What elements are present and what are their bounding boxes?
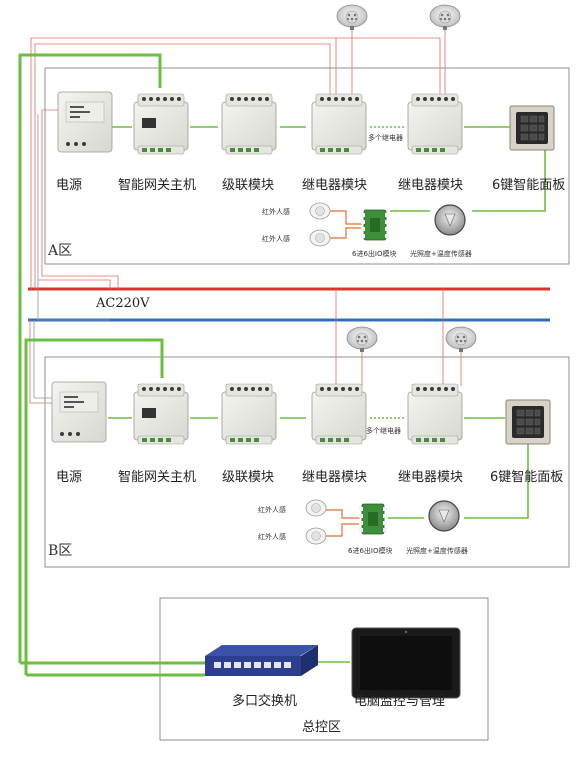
- zone-a-multi-relay-label: 多个继电器: [368, 134, 403, 142]
- zone-b-cascade-module: [221, 383, 277, 445]
- zone-a-pir-2: [309, 229, 331, 247]
- zone-a-relay-module-1: [311, 93, 367, 155]
- zone-b-light-sensor: [428, 500, 460, 532]
- zone-a-lamp-2: [429, 4, 461, 31]
- zone-b-pir1-label: 红外人感: [258, 506, 286, 514]
- zone-a-gateway-label: 智能网关主机: [118, 178, 197, 193]
- zone-a-panel-label: 6键智能面板: [492, 178, 566, 193]
- zone-a-relay1-label: 继电器模块: [302, 178, 368, 193]
- zone-b-io-label: 6进6出IO模块: [348, 547, 393, 555]
- zone-b-panel-label: 6键智能面板: [490, 470, 564, 485]
- zone-a-relay-module-2: [407, 93, 463, 155]
- ac-voltage-label: AC220V: [96, 296, 150, 311]
- zone-b-multi-relay-label: 多个继电器: [366, 427, 401, 435]
- zone-a-power-label: 电源: [56, 178, 83, 193]
- zone-b-relay2-label: 继电器模块: [398, 470, 464, 485]
- zone-a-six-key-panel: [509, 105, 555, 151]
- zone-a-power-supply: [57, 91, 113, 153]
- zone-a-pir-1: [309, 202, 331, 220]
- zone-b-pir-1: [305, 499, 327, 517]
- zone-b-pir2-label: 红外人感: [258, 533, 286, 541]
- zone-b-lamp-2: [445, 326, 477, 353]
- zone-b-bus-lines: [108, 417, 529, 519]
- zone-b-power-label: 电源: [56, 470, 83, 485]
- zone-a-io-module: [360, 209, 390, 241]
- zone-b-six-key-panel: [505, 399, 551, 445]
- zone-a-sensor-label: 光照度+温度传感器: [410, 250, 472, 258]
- zone-a-cascade-module: [221, 93, 277, 155]
- zone-a-bus-lines: [110, 126, 546, 212]
- zone-b-lamp-1: [346, 326, 378, 353]
- zone-a-cascade-label: 级联模块: [222, 178, 275, 193]
- zone-a-pir-wires: [330, 210, 362, 239]
- zone-a-light-sensor: [434, 204, 466, 236]
- zone-b-sensor-label: 光照度+温度传感器: [406, 547, 468, 555]
- zone-b-power-supply: [51, 381, 107, 443]
- zone-b-box: [44, 356, 570, 568]
- pc-label: 电脑监控与管理: [354, 694, 446, 709]
- zone-a-relay2-label: 继电器模块: [398, 178, 464, 193]
- zone-b-cascade-label: 级联模块: [222, 470, 275, 485]
- zone-b-pir-wires: [326, 509, 360, 537]
- zone-b-label: B区: [48, 543, 73, 559]
- zone-b-relay-module-1: [311, 383, 367, 445]
- control-zone-box: [159, 597, 489, 741]
- zone-a-gateway-screen: [142, 118, 156, 128]
- zone-a-lamp-1: [336, 4, 368, 31]
- zone-a-label: A区: [48, 243, 73, 259]
- zone-b-gateway-screen: [142, 408, 156, 418]
- zone-a-box: [44, 67, 570, 265]
- zone-b-relay1-label: 继电器模块: [302, 470, 368, 485]
- switch-label: 多口交换机: [232, 694, 298, 709]
- zone-a-io-label: 6进6出IO模块: [352, 250, 397, 258]
- zone-b-gateway-label: 智能网关主机: [118, 470, 197, 485]
- zone-b-pir-2: [305, 527, 327, 545]
- zone-a-pir1-label: 红外人感: [262, 208, 290, 216]
- zone-b-feeder-wires: [29, 289, 462, 404]
- zone-b-io-module: [358, 503, 388, 535]
- zone-a-pir2-label: 红外人感: [262, 235, 290, 243]
- pc-monitor: [351, 627, 461, 699]
- network-lines: [18, 53, 205, 677]
- control-zone-label: 总控区: [302, 720, 342, 735]
- zone-b-relay-module-2: [407, 383, 463, 445]
- network-switch: [205, 645, 318, 676]
